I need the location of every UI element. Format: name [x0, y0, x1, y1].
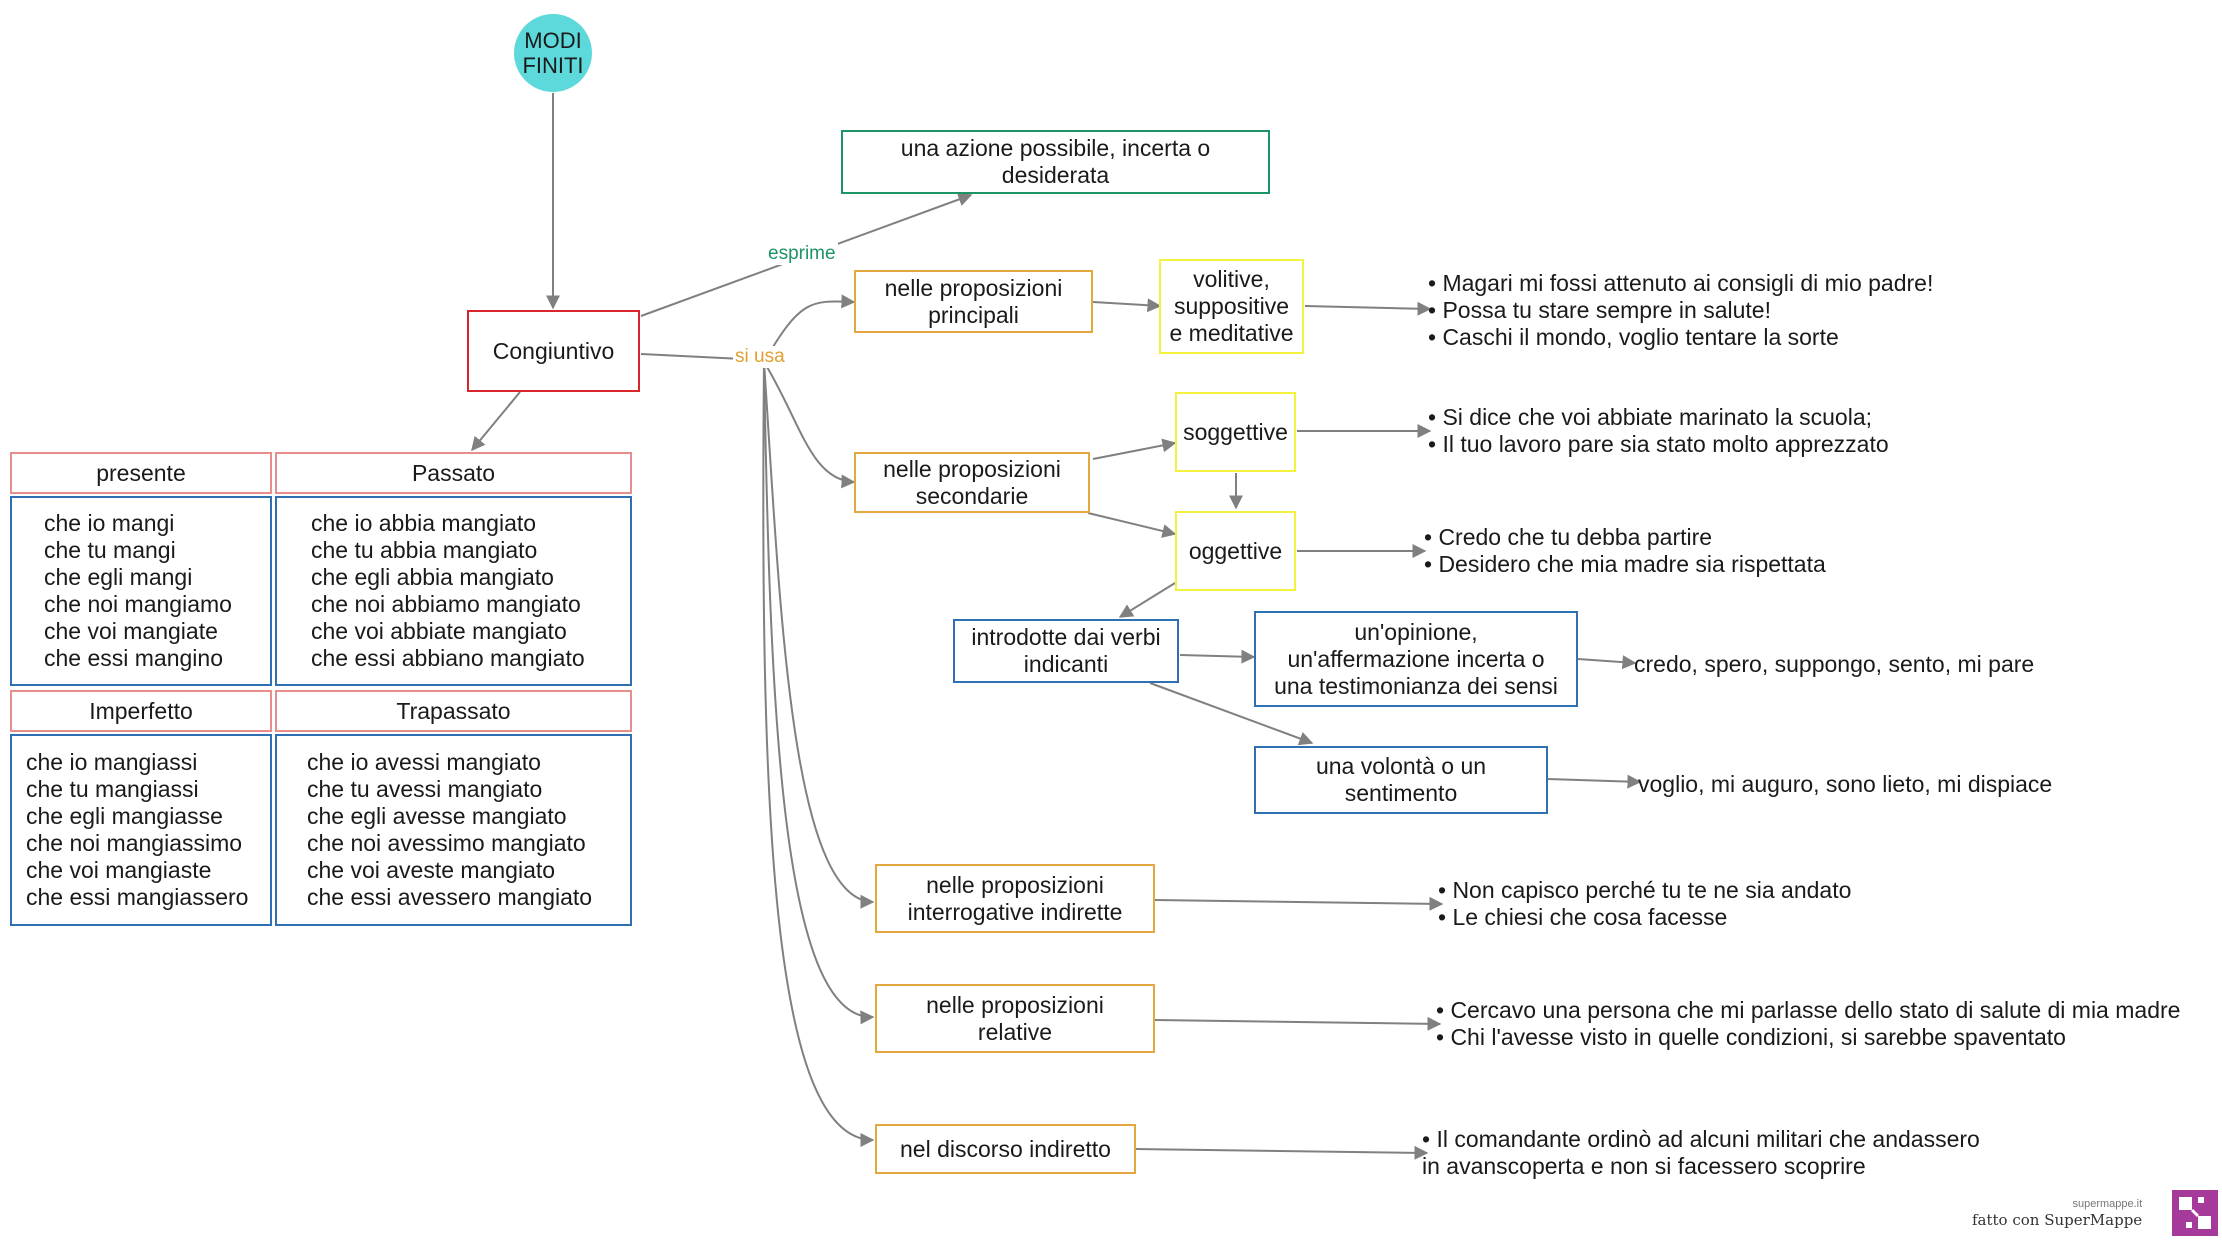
- soggettive-node: soggettive: [1175, 392, 1296, 472]
- footer-site: supermappe.it: [2072, 1198, 2143, 1210]
- indiretto-examples: • Il comandante ordinò ad alcuni militar…: [1422, 1126, 1980, 1179]
- root-node-modi-finiti: MODI FINITI: [514, 14, 592, 92]
- use-secondarie-node: nelle proposizioni secondarie: [854, 452, 1090, 513]
- soggettive-examples: • Si dice che voi abbiate marinato la sc…: [1428, 404, 1889, 457]
- edge-secondarie-oggettive: [1087, 512, 1177, 538]
- volitive-examples: • Magari mi fossi attenuto ai consigli d…: [1428, 270, 1934, 350]
- tense-forms-presente: che io mangi che tu mangi che egli mangi…: [10, 496, 272, 686]
- esprime-node: una azione possibile, incerta o desidera…: [841, 130, 1270, 194]
- tense-title-presente: presente: [10, 452, 272, 494]
- footer-text: fatto con SuperMappe: [1972, 1211, 2143, 1229]
- relative-examples: • Cercavo una persona che mi parlasse de…: [1436, 997, 2181, 1050]
- tense-forms-imperfetto: che io mangiassi che tu mangiassi che eg…: [10, 734, 272, 926]
- edge-opinione-examples: [1577, 655, 1637, 670]
- edge-relative-examples: [1154, 1016, 1442, 1031]
- edge-to-interrogative: [763, 361, 875, 909]
- use-indiretto-node: nel discorso indiretto: [875, 1124, 1136, 1174]
- tense-forms-trapassato: che io avessi mangiato che tu avessi man…: [275, 734, 632, 926]
- edge-indiretto-examples: [1135, 1145, 1429, 1160]
- opinione-examples: credo, spero, suppongo, sento, mi pare: [1634, 651, 2035, 677]
- edge-oggettive-introdotte: [1118, 582, 1176, 618]
- edge-introdotte-volonta: [1149, 682, 1314, 746]
- tense-forms-passato: che io abbia mangiato che tu abbia mangi…: [275, 496, 632, 686]
- edge-volonta-examples: [1547, 774, 1642, 789]
- edge-volitive-examples: [1304, 301, 1432, 316]
- oggettive-examples: • Credo che tu debba partire • Desidero …: [1424, 524, 1826, 577]
- edge-secondarie-soggettive: [1092, 438, 1177, 460]
- footer-credit: supermappe.it fatto con SuperMappe: [1972, 1198, 2142, 1229]
- edge-to-relative: [763, 361, 875, 1025]
- edge-to-secondarie: [763, 361, 856, 489]
- edge-introdotte-opinione: [1179, 649, 1256, 664]
- volonta-examples: voglio, mi auguro, sono lieto, mi dispia…: [1638, 771, 2053, 797]
- edge-interrogative-examples: [1154, 896, 1444, 911]
- use-relative-node: nelle proposizioni relative: [875, 984, 1155, 1053]
- opinione-node: un'opinione, un'affermazione incerta o u…: [1254, 611, 1578, 707]
- edge-to-indiretto: [762, 361, 875, 1147]
- use-interrogative-node: nelle proposizioni interrogative indiret…: [875, 864, 1155, 933]
- si-usa-label: si usa: [733, 346, 787, 368]
- tense-title-trapassato: Trapassato: [275, 690, 632, 732]
- congiuntivo-node: Congiuntivo: [467, 310, 640, 392]
- edge-principali-volitive: [1092, 298, 1162, 313]
- oggettive-node: oggettive: [1175, 511, 1296, 591]
- edge-to-principali: [763, 294, 856, 363]
- tense-title-imperfetto: Imperfetto: [10, 690, 272, 732]
- interrogative-examples: • Non capisco perché tu te ne sia andato…: [1438, 877, 1852, 930]
- introdotte-node: introdotte dai verbi indicanti: [953, 619, 1179, 683]
- tense-title-passato: Passato: [275, 452, 632, 494]
- volonta-node: una volontà o un sentimento: [1254, 746, 1548, 814]
- edge-congiuntivo-tenses: [471, 391, 521, 452]
- supermappe-logo-icon: [2172, 1190, 2218, 1236]
- use-principali-node: nelle proposizioni principali: [854, 270, 1093, 333]
- volitive-node: volitive, suppositive e meditative: [1159, 259, 1304, 354]
- esprime-label: esprime: [766, 243, 838, 265]
